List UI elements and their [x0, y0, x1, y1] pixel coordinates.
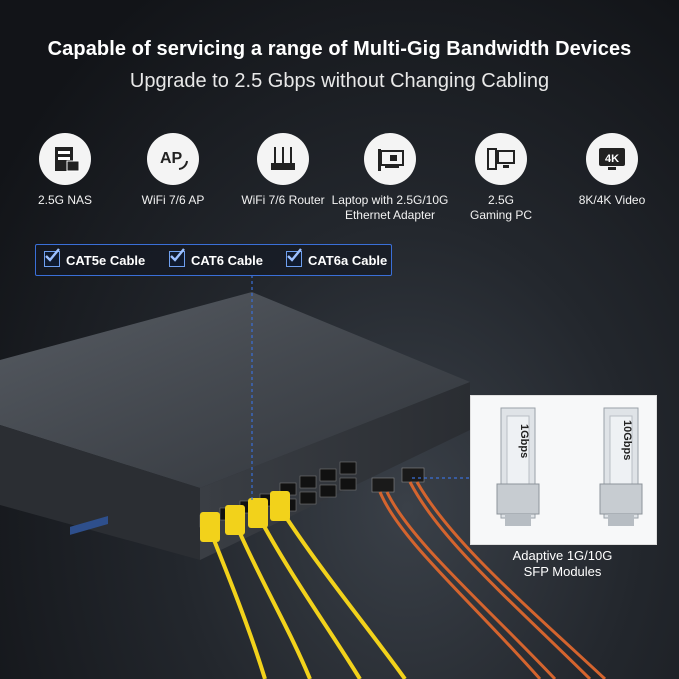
cable-cat6: CAT6 Cable [169, 248, 263, 268]
device-gaming-pc: 2.5G Gaming PC [436, 133, 566, 223]
sfp-modules-illustration: 1Gbps 10Gbps [496, 407, 643, 526]
svg-text:1Gbps: 1Gbps [518, 424, 530, 458]
device-laptop-adapter: Laptop with 2.5G/10G Ethernet Adapter [325, 133, 455, 223]
sfp-module-10g: 10Gbps [599, 407, 643, 526]
device-access-point: AP WiFi 7/6 AP [108, 133, 238, 208]
sfp-modules-panel: 1Gbps 10Gbps [470, 395, 657, 545]
checkbox-checked-icon [44, 248, 60, 267]
device-nas: 2.5G NAS [0, 133, 130, 208]
fiber-cables [378, 481, 607, 679]
ethernet-cables [208, 506, 407, 679]
device-router: WiFi 7/6 Router [218, 133, 348, 208]
device-label: 2.5G NAS [37, 193, 93, 207]
sfp-module-1g: 1Gbps [496, 407, 540, 526]
ethernet-plugs [200, 491, 290, 542]
svg-text:AP: AP [160, 150, 183, 167]
checkbox-checked-icon [286, 248, 302, 267]
cable-cat6a: CAT6a Cable [286, 248, 387, 268]
device-label: 2.5G Gaming PC [469, 193, 533, 222]
checkbox-checked-icon [169, 248, 185, 267]
svg-text:4K: 4K [605, 153, 619, 165]
guide-lines [251, 275, 470, 500]
device-video: 4K 8K/4K Video [547, 133, 677, 208]
nas-icon [55, 147, 80, 172]
access-point-icon: AP [160, 150, 188, 170]
device-label: WiFi 7/6 AP [141, 193, 205, 207]
device-label: 8K/4K Video [578, 193, 646, 207]
cable-cat5e: CAT5e Cable [44, 248, 145, 268]
switch-top [0, 292, 470, 488]
cable-compatibility-box: CAT5e Cable CAT6 Cable CAT6a Cable [35, 244, 392, 276]
headline-title: Capable of servicing a range of Multi-Gi… [47, 38, 632, 60]
device-label: Laptop with 2.5G/10G Ethernet Adapter [331, 193, 449, 222]
headline-subtitle: Upgrade to 2.5 Gbps without Changing Cab… [129, 70, 550, 92]
svg-text:10Gbps: 10Gbps [621, 420, 633, 460]
desktop-pc-icon [487, 148, 515, 170]
sfp-caption: Adaptive 1G/10G SFP Modules [512, 548, 613, 579]
monitor-4k-icon: 4K [599, 148, 625, 170]
brand-label [70, 516, 108, 535]
network-card-icon [378, 149, 404, 171]
device-label: WiFi 7/6 Router [241, 193, 325, 207]
switch-side [0, 425, 200, 560]
router-icon [271, 147, 295, 170]
